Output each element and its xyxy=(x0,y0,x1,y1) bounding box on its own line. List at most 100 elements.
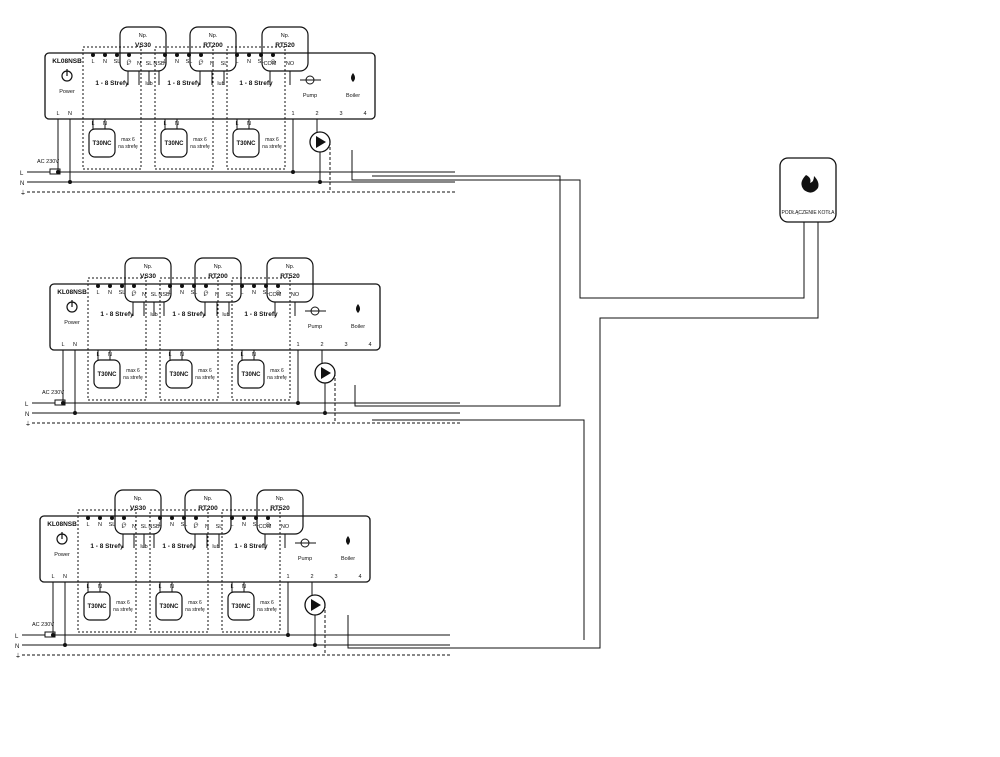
zone-box xyxy=(77,509,137,633)
or-label: lub xyxy=(140,544,147,550)
zone-label: 1 - 8 Strefy xyxy=(172,311,206,318)
controller-body xyxy=(44,52,376,120)
junction-dot xyxy=(122,516,126,520)
controller-body xyxy=(39,515,371,583)
flame-icon xyxy=(801,175,819,193)
boiler-wire xyxy=(351,150,805,299)
thermostat-terminal: N xyxy=(210,61,214,67)
junction-dot xyxy=(96,284,100,288)
thermostat-name: RT520 xyxy=(280,273,300,280)
controller-terminal: N xyxy=(247,59,251,65)
max-note: max 6 xyxy=(126,368,140,374)
thermostat-terminal: N xyxy=(132,524,136,530)
relay-terminal: 1 xyxy=(291,111,294,117)
thermostat-name: RT520 xyxy=(275,42,295,49)
thermostat-terminal: L xyxy=(126,61,129,67)
thermostat-terminal: L xyxy=(121,524,124,530)
zone-label: 1 - 8 Strefy xyxy=(244,311,278,318)
zone-box xyxy=(82,46,142,170)
max-note: na strefę xyxy=(185,607,205,613)
relay-terminal: 3 xyxy=(344,342,347,348)
junction-dot xyxy=(175,53,179,57)
or-label: lub xyxy=(217,81,224,87)
junction-dot xyxy=(204,284,208,288)
pump-arrow xyxy=(311,599,321,611)
thermostat-terminal: NSB xyxy=(153,61,165,67)
zone-label: 1 - 8 Strefy xyxy=(167,80,201,87)
junction-dot xyxy=(271,53,275,57)
thermostat-terminal: SL xyxy=(146,61,153,67)
zone-box xyxy=(149,509,209,633)
controller-terminal: N xyxy=(252,290,256,296)
thermostat-np: Np. xyxy=(144,264,153,270)
controller-terminal: L xyxy=(168,290,171,296)
thermostat-terminal: L xyxy=(198,61,201,67)
controller-terminal: L xyxy=(163,59,166,65)
actuator xyxy=(237,359,265,389)
actuator-name: T30NC xyxy=(241,372,261,378)
junction-dot xyxy=(158,516,162,520)
relay-terminal: 2 xyxy=(315,111,318,117)
junction-dot xyxy=(276,284,280,288)
controller-terminal: ◷ xyxy=(276,290,281,296)
power-terminal: N xyxy=(68,111,72,117)
actuator xyxy=(83,591,111,621)
max-note: max 6 xyxy=(116,600,130,606)
thermostat-terminal: SL xyxy=(141,524,148,530)
power-terminal: L xyxy=(51,574,54,580)
thermostat-np: Np. xyxy=(281,33,290,39)
controller-terminal: L xyxy=(235,59,238,65)
boiler-connection-box xyxy=(779,157,837,223)
pump-label: Pump xyxy=(303,93,317,99)
max-note: max 6 xyxy=(270,368,284,374)
line-label: ⏚ xyxy=(20,190,26,197)
max-note: na strefę xyxy=(262,144,282,150)
ac-label: AC 230V xyxy=(32,622,54,628)
actuator-name: T30NC xyxy=(159,604,179,610)
thermostat-terminal: NO xyxy=(286,61,295,67)
controller-label: KL08NSB xyxy=(57,289,87,296)
controller-label: KL08NSB xyxy=(52,58,82,65)
controller-terminal: N xyxy=(108,290,112,296)
zone-label: 1 - 8 Strefy xyxy=(100,311,134,318)
controller-terminal: N xyxy=(242,522,246,528)
max-note: na strefę xyxy=(118,144,138,150)
max-note: na strefę xyxy=(123,375,143,381)
max-note: max 6 xyxy=(260,600,274,606)
junction-dot xyxy=(98,516,102,520)
controller-label: KL08NSB xyxy=(47,521,77,528)
thermostat-np: Np. xyxy=(204,496,213,502)
flame-icon xyxy=(346,536,350,545)
controller-terminal: L xyxy=(230,522,233,528)
controller-terminal: SL xyxy=(181,522,188,528)
boiler-wire xyxy=(354,175,561,407)
controller-terminal: N xyxy=(103,59,107,65)
thermostat-terminal: N xyxy=(137,61,141,67)
junction-dot xyxy=(132,284,136,288)
pump-label: Pump xyxy=(298,556,312,562)
line-label: L xyxy=(15,634,19,640)
junction-dot xyxy=(120,284,124,288)
controller-terminal: ◷ xyxy=(266,522,271,528)
or-label: lub xyxy=(222,312,229,318)
junction-dot xyxy=(51,633,55,637)
junction-dot xyxy=(247,53,251,57)
boiler-wire xyxy=(372,419,585,640)
thermostat-np: Np. xyxy=(214,264,223,270)
junction-dot xyxy=(313,643,317,647)
actuator-name: T30NC xyxy=(236,141,256,147)
max-note: max 6 xyxy=(188,600,202,606)
thermostat-terminal: SL xyxy=(221,61,228,67)
zone-box xyxy=(87,277,147,401)
ac-label: AC 230V xyxy=(37,159,59,165)
thermostat-terminal: NO xyxy=(281,524,290,530)
relay-terminal: 1 xyxy=(296,342,299,348)
relay-terminal: 2 xyxy=(310,574,313,580)
junction-dot xyxy=(68,180,72,184)
line-label: N xyxy=(15,644,19,650)
junction-dot xyxy=(91,53,95,57)
flame-icon xyxy=(351,73,355,82)
